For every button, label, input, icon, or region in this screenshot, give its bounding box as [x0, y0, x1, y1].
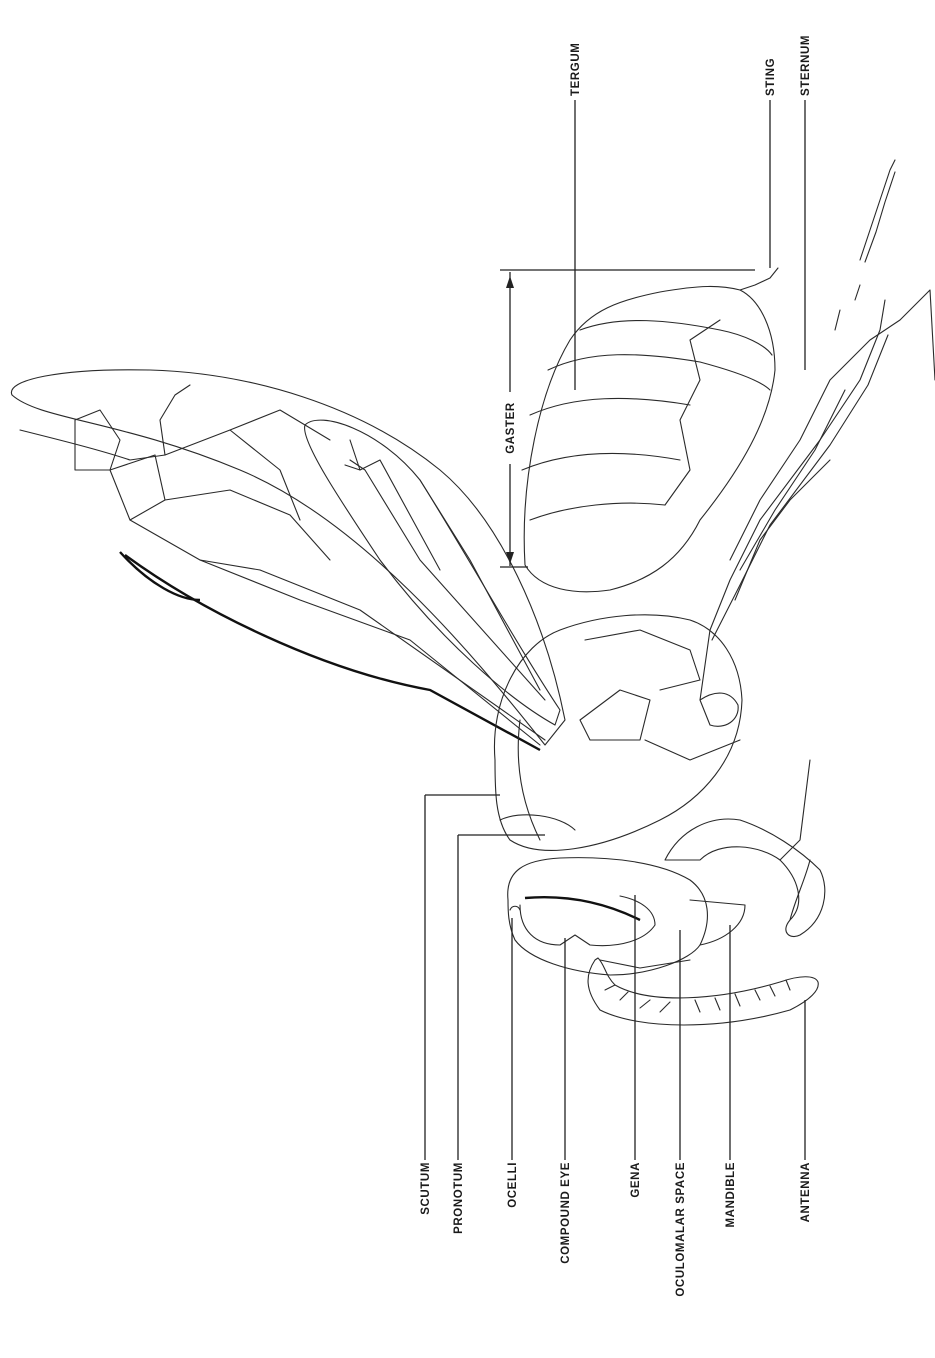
gaster-arrow-bottom [506, 552, 514, 564]
label-antenna: ANTENNA [800, 1162, 812, 1222]
label-gena: GENA [630, 1162, 642, 1198]
forewing [11, 370, 565, 750]
hind-legs [700, 160, 935, 700]
thorax [494, 615, 742, 851]
label-mandible: MANDIBLE [725, 1162, 737, 1228]
label-tergum: TERGUM [570, 43, 582, 96]
gaster-body [522, 268, 778, 592]
wasp-illustration [11, 160, 935, 1025]
antenna-appendage [588, 958, 818, 1025]
label-oculomalar-space: OCULOMALAR SPACE [675, 1162, 687, 1297]
label-sting: STING [765, 58, 777, 96]
label-ocelli: OCELLI [507, 1162, 519, 1208]
label-compound-eye: COMPOUND EYE [560, 1162, 572, 1264]
label-pronotum: PRONOTUM [453, 1162, 465, 1234]
label-scutum: SCUTUM [420, 1162, 432, 1215]
label-gaster: GASTER [505, 402, 517, 454]
label-sternum: STERNUM [800, 35, 812, 96]
labels: SCUTUM PRONOTUM OCELLI COMPOUND EYE GENA… [420, 35, 812, 1297]
head [508, 858, 745, 975]
gaster-arrow-top [506, 276, 514, 288]
hindwing [305, 420, 560, 725]
